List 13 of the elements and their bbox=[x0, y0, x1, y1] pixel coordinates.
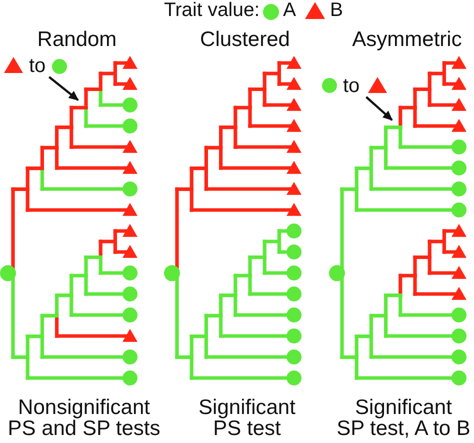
panel-heading: Asymmetric bbox=[352, 29, 462, 50]
panel-caption: Nonsignificant PS and SP tests bbox=[6, 397, 162, 439]
legend-label: B bbox=[330, 0, 344, 20]
panel-heading: Random bbox=[37, 29, 117, 50]
annotation-text: to bbox=[29, 56, 46, 77]
panel-heading: Clustered bbox=[200, 29, 290, 50]
arrow bbox=[48, 76, 79, 101]
panel-caption: Significant PS test bbox=[198, 397, 296, 439]
legend-title: Trait value: bbox=[164, 0, 260, 20]
legend-label: A bbox=[283, 0, 296, 20]
panel-caption: Significant SP test, A to B bbox=[336, 397, 472, 439]
arrow bbox=[366, 96, 393, 121]
annotation-text: to bbox=[343, 76, 360, 97]
